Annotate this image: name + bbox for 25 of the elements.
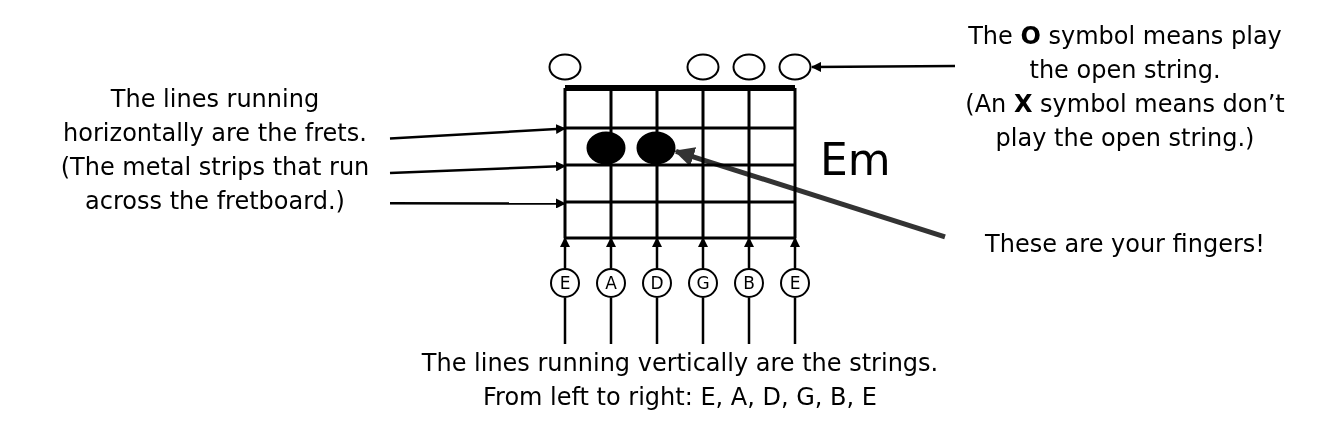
arrow	[790, 237, 800, 268]
arrow	[390, 198, 566, 209]
arrow	[811, 61, 955, 72]
arrow	[389, 124, 566, 140]
arrow	[389, 161, 566, 175]
annotation-text: (The metal strips that run across the fretboard.)	[59, 152, 371, 217]
annotation-text: The lines running horizontally are the frets.	[62, 84, 368, 149]
annotation-text: (An X symbol means don’t play the open string.)	[964, 89, 1286, 154]
finger-dot	[586, 131, 626, 165]
annotation-text: The lines running vertically are the strings.	[421, 348, 939, 379]
arrow	[744, 237, 754, 268]
open-string-circle	[732, 53, 766, 81]
annotation-text: These are your fingers!	[985, 229, 1265, 260]
arrow	[652, 237, 662, 268]
arrow	[560, 237, 570, 268]
annotation-text: The O symbol means play the open string.	[967, 21, 1283, 86]
arrow	[698, 237, 708, 268]
arrow	[606, 237, 616, 268]
open-string-circle	[548, 53, 582, 81]
chord-name: Em	[820, 138, 891, 182]
open-string-circle	[686, 53, 720, 81]
annotation-text: From left to right: E, A, D, G, B, E	[483, 382, 877, 413]
open-string-circle	[778, 53, 812, 81]
arrow	[674, 147, 946, 240]
finger-dot	[636, 131, 676, 165]
